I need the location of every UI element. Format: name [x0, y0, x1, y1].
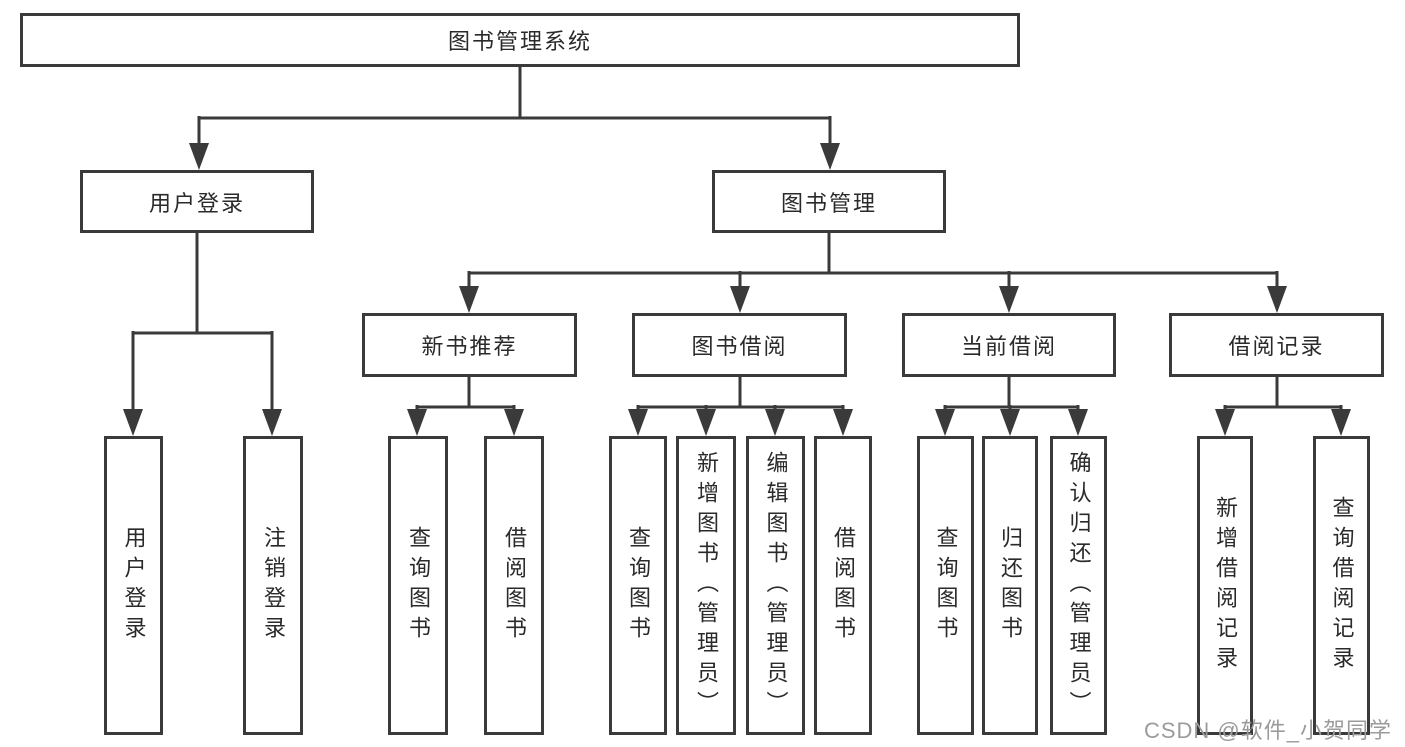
- node-leaf-add-borrow-record-label: 新增借阅记录: [1213, 495, 1238, 676]
- node-leaf-borrow-books-label: 借阅图书: [831, 525, 856, 646]
- node-leaf-add-borrow-record: 新增借阅记录: [1197, 436, 1253, 735]
- node-leaf-edit-books-admin-label: 编辑图书（管理员）: [763, 450, 789, 721]
- node-leaf-query-books-recommend: 查询图书: [388, 436, 448, 735]
- node-new-book-recommend: 新书推荐: [362, 313, 577, 377]
- node-leaf-edit-books-admin: 编辑图书（管理员）: [746, 436, 805, 735]
- node-leaf-confirm-return-admin-label: 确认归还（管理员）: [1066, 450, 1092, 721]
- node-book-management-label: 图书管理: [780, 190, 877, 216]
- node-leaf-logout-label: 注销登录: [261, 525, 286, 646]
- node-leaf-add-books-admin-label: 新增图书（管理员）: [694, 450, 719, 721]
- node-leaf-borrow-books-recommend: 借阅图书: [484, 436, 544, 735]
- node-leaf-confirm-return-admin: 确认归还（管理员）: [1050, 436, 1107, 735]
- node-user-login: 用户登录: [80, 170, 314, 233]
- node-book-management: 图书管理: [712, 170, 946, 233]
- node-library-system-label: 图书管理系统: [447, 29, 592, 54]
- node-leaf-query-books-current-label: 查询图书: [933, 525, 959, 646]
- node-borrowing-records-label: 借阅记录: [1228, 334, 1325, 359]
- node-current-borrowing: 当前借阅: [902, 313, 1116, 377]
- node-leaf-borrow-books-recommend-label: 借阅图书: [502, 525, 527, 646]
- node-library-system: 图书管理系统: [20, 13, 1020, 67]
- node-leaf-logout: 注销登录: [243, 436, 303, 735]
- node-leaf-return-books-label: 归还图书: [998, 525, 1023, 646]
- node-leaf-query-borrow-record-label: 查询借阅记录: [1329, 495, 1355, 676]
- node-new-book-recommend-label: 新书推荐: [421, 334, 518, 359]
- node-borrowing-records: 借阅记录: [1169, 313, 1384, 377]
- node-user-login-label: 用户登录: [148, 190, 245, 216]
- node-leaf-query-borrow-record: 查询借阅记录: [1313, 436, 1370, 735]
- node-leaf-user-login-label: 用户登录: [121, 525, 147, 646]
- node-book-borrowing: 图书借阅: [632, 313, 847, 377]
- node-leaf-user-login: 用户登录: [104, 436, 163, 735]
- node-leaf-borrow-books: 借阅图书: [814, 436, 872, 735]
- node-leaf-query-books-borrowing: 查询图书: [609, 436, 667, 735]
- node-leaf-query-books-recommend-label: 查询图书: [406, 525, 431, 646]
- node-leaf-query-books-current: 查询图书: [917, 436, 974, 735]
- node-leaf-return-books: 归还图书: [982, 436, 1038, 735]
- node-leaf-query-books-borrowing-label: 查询图书: [626, 525, 651, 646]
- node-current-borrowing-label: 当前借阅: [960, 334, 1057, 359]
- node-book-borrowing-label: 图书借阅: [691, 334, 788, 359]
- node-leaf-add-books-admin: 新增图书（管理员）: [676, 436, 736, 735]
- csdn-watermark: CSDN @软件_小贺同学: [1143, 718, 1392, 743]
